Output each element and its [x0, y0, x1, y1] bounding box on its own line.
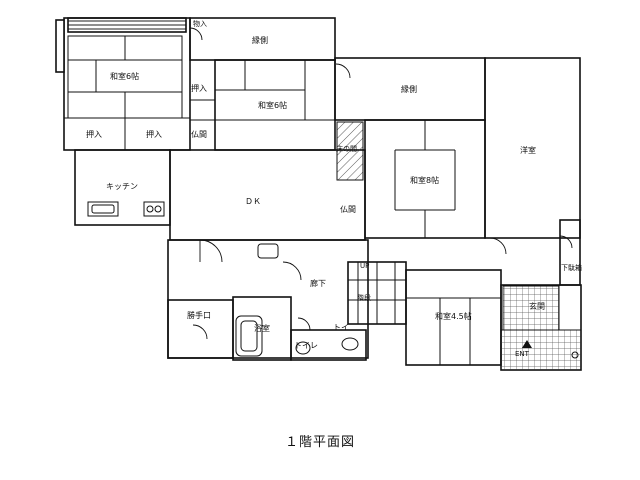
room-label-yoshitsu: 洋室 [520, 145, 536, 155]
tatami-lines [64, 35, 501, 365]
room-label-toilet-1: トイレ [294, 341, 318, 350]
fixtures [87, 201, 582, 371]
room-label-washitsu6-mid: 和室6帖 [258, 100, 287, 110]
room-label-katteguchi: 勝手口 [187, 310, 211, 320]
room-label-engawa-right: 縁側 [401, 84, 417, 94]
room-label-oshiire-2: 押入 [146, 129, 162, 139]
room-label-roka: 廊下 [310, 278, 326, 288]
room-label-butsuma-2: 仏間 [340, 205, 356, 214]
room-label-oshiire-1: 押入 [86, 129, 102, 139]
room-label-genkan: 玄関 [529, 301, 545, 311]
room-label-tokonoma: 床の間 [336, 144, 357, 153]
room-label-kitchen: キッチン [106, 182, 138, 191]
entrance-arrow-icon [522, 340, 532, 348]
room-label-kaidan: 階段 [357, 293, 371, 302]
room-label-washitsu8: 和室8帖 [410, 175, 439, 185]
entrance-label: ENT [515, 350, 530, 358]
doors [189, 27, 573, 340]
room-label-engawa-top: 縁側 [252, 35, 268, 45]
stair-up-label: UP [360, 262, 369, 270]
room-label-toilet-2: トイ [333, 323, 349, 332]
room-label-butsuma-1: 仏間 [191, 130, 207, 139]
room-label-oshiire-3: 押入 [191, 83, 207, 93]
room-label-washitsu6-left: 和室6帖 [110, 71, 139, 81]
room-label-shitabako: 下駄箱 [561, 263, 582, 272]
room-label-washitsu45: 和室4.5帖 [435, 311, 472, 321]
room-label-dk: ＤＫ [245, 197, 261, 206]
room-label-monoire: 物入 [193, 19, 207, 28]
room-label-yokushitsu: 浴室 [254, 323, 270, 333]
walls [55, 17, 582, 371]
plan-caption: １階平面図 [284, 435, 355, 450]
